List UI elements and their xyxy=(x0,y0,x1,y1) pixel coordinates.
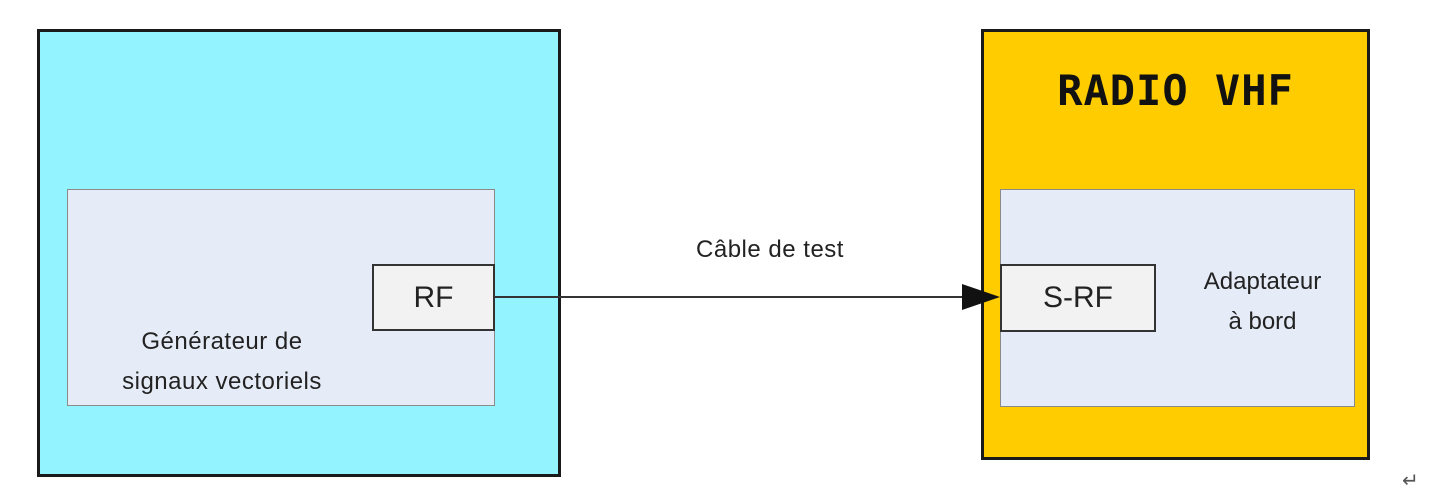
arrowhead-icon xyxy=(962,284,1000,310)
signal-generator-label: Générateur de signaux vectoriels xyxy=(122,328,322,395)
rf-port: RF xyxy=(372,264,495,331)
rf-port-label: RF xyxy=(413,280,454,314)
vhf-radio-title: RADIO VHF xyxy=(1057,66,1294,115)
srf-port-label: S-RF xyxy=(1043,281,1113,314)
onboard-adapter-panel xyxy=(1000,189,1355,407)
srf-port: S-RF xyxy=(1000,264,1156,332)
paragraph-return-icon: ↵ xyxy=(1402,470,1419,492)
onboard-adapter-label: Adaptateur à bord xyxy=(1203,268,1322,335)
test-cable-label: Câble de test xyxy=(696,236,844,263)
